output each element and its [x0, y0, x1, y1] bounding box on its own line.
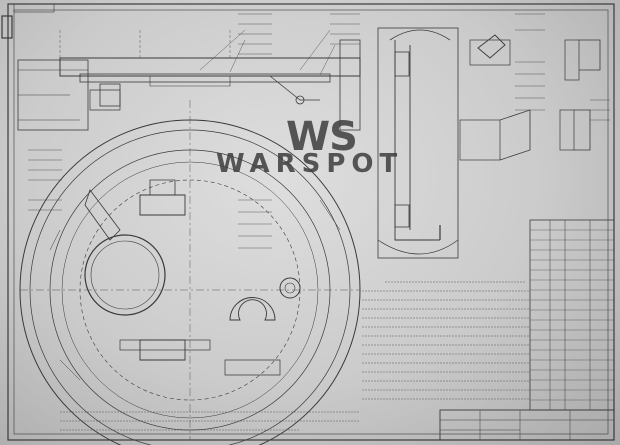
technical-notes-block — [60, 281, 530, 431]
detail-views-right — [459, 34, 601, 161]
watermark-name: WARSPOT — [216, 149, 403, 179]
section-detail-view — [377, 27, 459, 259]
title-block — [439, 409, 615, 441]
hatch-section-view — [17, 28, 361, 131]
part-number-labels-top — [28, 13, 610, 249]
watermark: WS WARSPOT — [216, 114, 403, 179]
watermark-logo: WS — [286, 114, 357, 160]
parts-list-table — [529, 219, 615, 411]
